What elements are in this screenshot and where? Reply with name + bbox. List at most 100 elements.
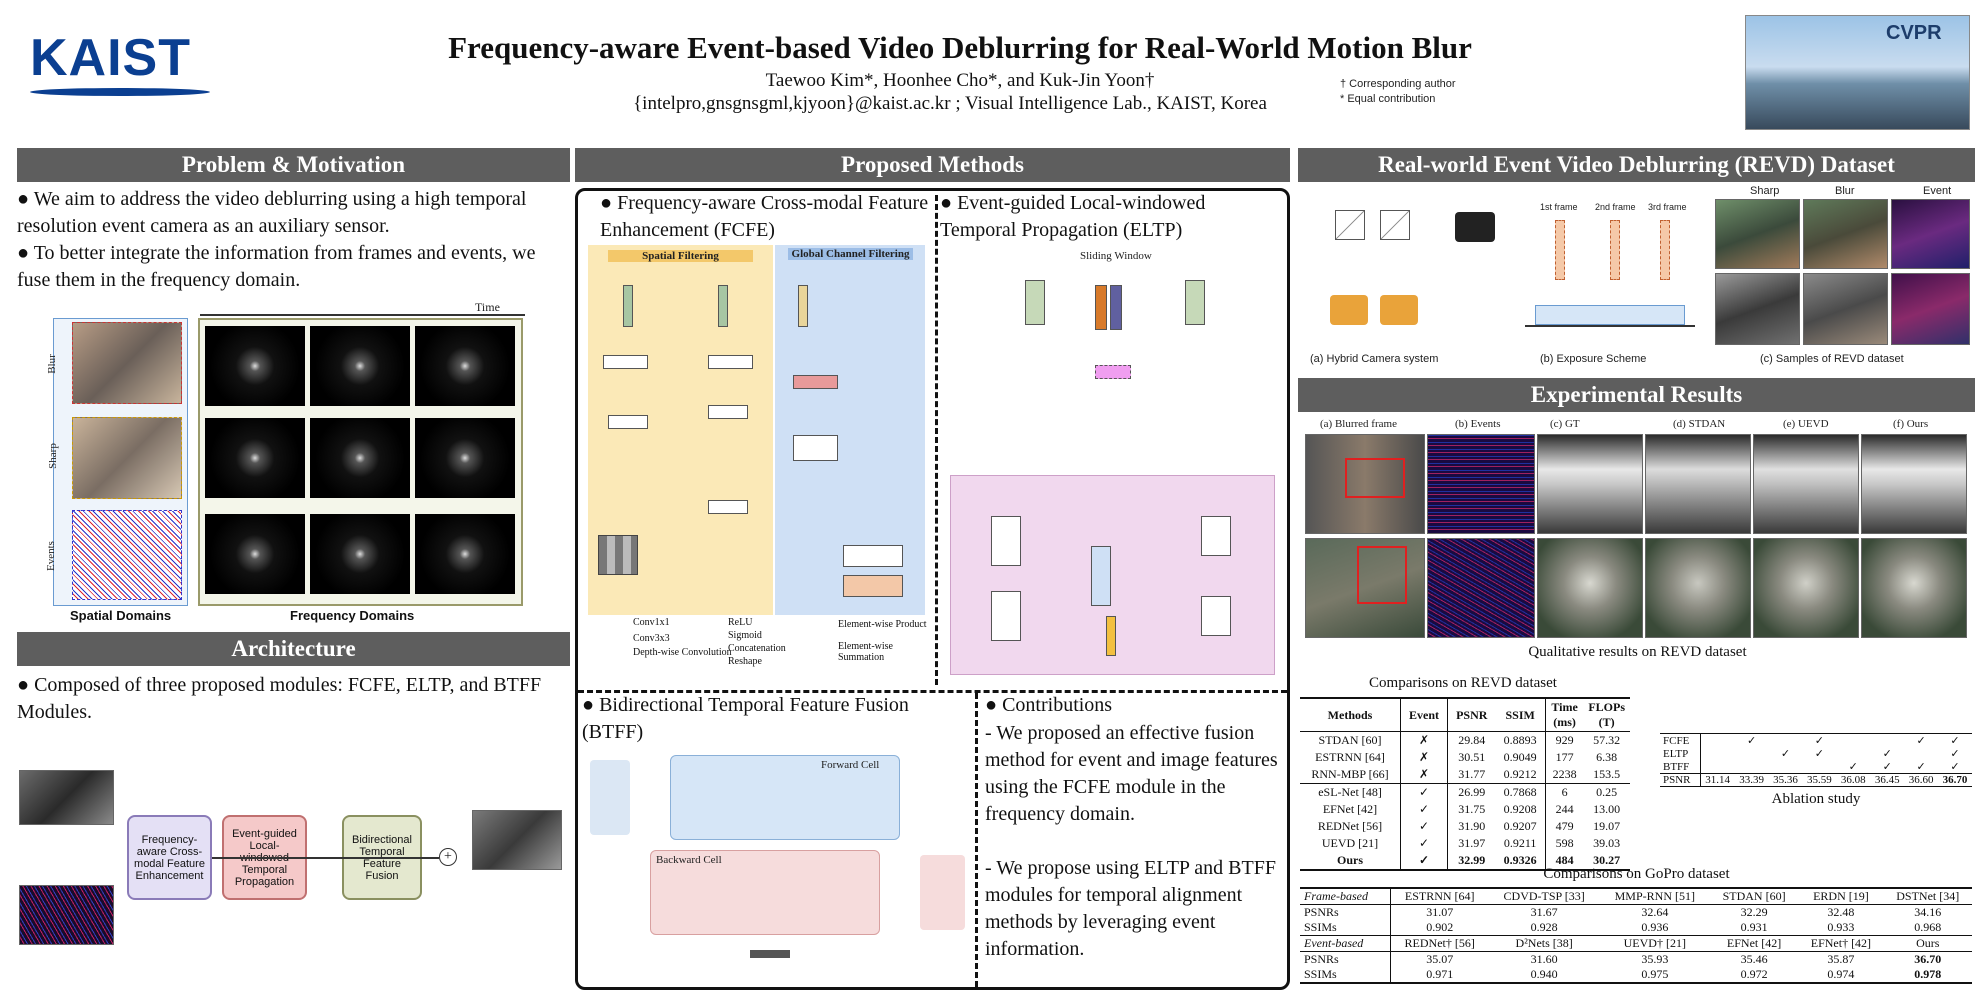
divider-vertical-bottom bbox=[975, 693, 978, 987]
gopro-cell: 35.87 bbox=[1827, 952, 1855, 966]
table-cell: STDAN [60] bbox=[1300, 731, 1402, 749]
ablation-cell: 31.14 bbox=[1705, 774, 1730, 786]
time-arrow bbox=[200, 314, 525, 316]
ablation-cell: 36.60 bbox=[1908, 774, 1934, 786]
ablation-cell: ✓ bbox=[1916, 761, 1926, 773]
results-heading: Experimental Results bbox=[1298, 378, 1975, 412]
gopro-cell: SSIMs bbox=[1300, 967, 1391, 983]
forward-cell: Forward Cell bbox=[670, 755, 900, 840]
poster-title: Frequency-aware Event-based Video Deblur… bbox=[448, 30, 1472, 65]
qual-col-b: (b) Events bbox=[1455, 418, 1501, 430]
qual-col-d: (d) STDAN bbox=[1673, 418, 1726, 430]
table-cell: 929 bbox=[1555, 733, 1574, 747]
sample-col-sharp: Sharp bbox=[1750, 185, 1780, 197]
table-cell: 0.9208 bbox=[1495, 801, 1546, 818]
qual-ours-1 bbox=[1861, 434, 1967, 534]
fft-sharp-3 bbox=[415, 418, 515, 498]
table-cell: 153.5 bbox=[1593, 767, 1621, 781]
table-cell: ✗ bbox=[1400, 766, 1449, 784]
contrib-1: - We proposed an effective fusion method… bbox=[985, 722, 1278, 825]
ablation-cell: ✓ bbox=[1780, 748, 1791, 760]
fcfe-title: ● Frequency-aware Cross-modal Feature En… bbox=[600, 192, 929, 241]
ablation-cell bbox=[1769, 734, 1803, 748]
gopro-cell: PSNRs bbox=[1300, 951, 1391, 967]
blurry-exposure bbox=[1535, 305, 1685, 325]
gopro-cell: CDVD-TSP [33] bbox=[1503, 889, 1585, 903]
table-cell: 39.03 bbox=[1593, 836, 1621, 850]
fft-events-2 bbox=[310, 514, 410, 594]
ablation-cell: ✓ bbox=[1950, 748, 1960, 760]
ablation-cell: 36.08 bbox=[1840, 774, 1866, 786]
qualitative-figure: (a) Blurred frame (b) Events (c) GT (d) … bbox=[1305, 418, 1970, 663]
fft-sharp-2 bbox=[310, 418, 410, 498]
gopro-cell: 35.46 bbox=[1740, 952, 1768, 966]
caption-samples: (c) Samples of REVD dataset bbox=[1760, 353, 1904, 365]
ablation-cell: ✓ bbox=[1814, 735, 1824, 747]
ifft-box bbox=[708, 500, 748, 514]
problem-heading: Problem & Motivation bbox=[17, 148, 570, 182]
fft-blur-1 bbox=[205, 326, 305, 406]
ablation-caption: Ablation study bbox=[1771, 791, 1861, 807]
corresponding-note: † Corresponding author bbox=[1340, 78, 1456, 90]
authors: Taewoo Kim*, Hoonhee Cho*, and Kuk-Jin Y… bbox=[765, 70, 1155, 91]
logo-swoosh bbox=[30, 88, 210, 96]
table-cell: Ours bbox=[1300, 852, 1402, 870]
table-cell: ✓ bbox=[1400, 783, 1449, 801]
affiliation: {intelpro,gnsgnsgml,kjyoon}@kaist.ac.kr … bbox=[633, 93, 1267, 114]
gopro-cell: 32.64 bbox=[1641, 905, 1669, 919]
gopro-cell: PSNRs bbox=[1300, 904, 1391, 920]
ablation-cell: ✓ bbox=[1814, 748, 1824, 760]
gopro-cell: ESTRNN [64] bbox=[1404, 889, 1475, 903]
problem-bullet-2: ● To better integrate the information fr… bbox=[17, 242, 536, 291]
ablation-cell: ✓ bbox=[1848, 761, 1858, 773]
gopro-cell: 0.928 bbox=[1530, 920, 1558, 934]
detail-block-4 bbox=[1106, 616, 1116, 656]
table-cell: 0.8893 bbox=[1495, 731, 1546, 749]
ablation-row-label: ELTP bbox=[1660, 747, 1701, 760]
gopro-cell: 32.48 bbox=[1827, 905, 1855, 919]
table-cell: 29.84 bbox=[1458, 733, 1486, 747]
divider-horizontal bbox=[578, 690, 1287, 693]
gopro-caption: Comparisons on GoPro dataset bbox=[1543, 866, 1730, 882]
fused-output bbox=[750, 950, 790, 958]
ablation-cell bbox=[1836, 734, 1870, 748]
table-cell: EFNet [42] bbox=[1300, 801, 1402, 818]
table-cell: ✓ bbox=[1400, 835, 1449, 852]
input-events bbox=[19, 885, 114, 945]
row-label-sharp: Sharp bbox=[46, 443, 59, 469]
fft-box-1 bbox=[608, 415, 648, 429]
ablation-cell: ✓ bbox=[1916, 735, 1926, 747]
qual-stdan-2 bbox=[1645, 538, 1751, 638]
gopro-cell: 0.978 bbox=[1914, 967, 1942, 981]
gopro-cell: 35.93 bbox=[1641, 952, 1669, 966]
qual-gt-1 bbox=[1537, 434, 1643, 534]
ablation-cell bbox=[1700, 747, 1734, 760]
ablation-cell bbox=[1904, 747, 1938, 760]
fcfe-diagram: Spatial Filtering Global Channel Filteri… bbox=[588, 245, 928, 685]
gopro-cell: REDNet† [56] bbox=[1404, 936, 1475, 950]
qual-uevd-1 bbox=[1753, 434, 1859, 534]
resblock-right bbox=[920, 855, 965, 930]
eltp-title: ● Event-guided Local-windowed Temporal P… bbox=[940, 192, 1206, 241]
gopro-cell: 0.971 bbox=[1426, 967, 1454, 981]
global-filter-label: Global Channel Filtering bbox=[788, 248, 913, 260]
table-cell: 32.99 bbox=[1458, 853, 1486, 867]
sum-node: + bbox=[439, 848, 457, 866]
table-cell: 30.51 bbox=[1458, 750, 1486, 764]
detail-block-3 bbox=[1091, 546, 1111, 606]
table-cell: 57.32 bbox=[1593, 733, 1621, 747]
beam-splitter-1 bbox=[1335, 210, 1365, 240]
ablation-cell: ✓ bbox=[1950, 761, 1960, 773]
architecture-diagram: Frequency-aware Cross-modal Feature Enha… bbox=[17, 735, 570, 985]
table-cell: 31.90 bbox=[1458, 819, 1486, 833]
cvpr-badge: CVPR bbox=[1745, 15, 1970, 130]
filter-generation-box bbox=[843, 545, 903, 567]
ablation-cell bbox=[1836, 747, 1870, 760]
ablation-cell: ✓ bbox=[1950, 735, 1960, 747]
qual-stdan-1 bbox=[1645, 434, 1751, 534]
camera-system bbox=[1305, 190, 1495, 345]
ablation-cell bbox=[1735, 760, 1769, 774]
